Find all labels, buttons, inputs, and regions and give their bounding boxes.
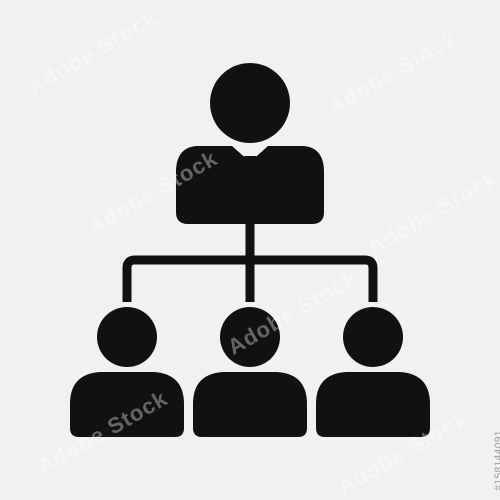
team-member-head xyxy=(343,307,403,367)
manager-tie xyxy=(240,156,260,184)
team-member-body xyxy=(70,372,184,437)
team-member-body xyxy=(316,372,430,437)
connector-lines xyxy=(122,224,378,302)
branch-connector xyxy=(122,255,378,302)
manager-head xyxy=(210,63,290,143)
team-member-head xyxy=(220,307,280,367)
manager-figure-icon xyxy=(176,63,324,224)
team-member-head xyxy=(97,307,157,367)
team-member-figure-icon xyxy=(70,307,184,437)
manager-collar xyxy=(232,146,268,162)
manager-body xyxy=(176,146,324,224)
team-member-figure-icon xyxy=(193,307,307,437)
team-member-figure-icon xyxy=(316,307,430,437)
stock-id-label: #158144091 xyxy=(494,430,500,491)
team-member-body xyxy=(193,372,307,437)
